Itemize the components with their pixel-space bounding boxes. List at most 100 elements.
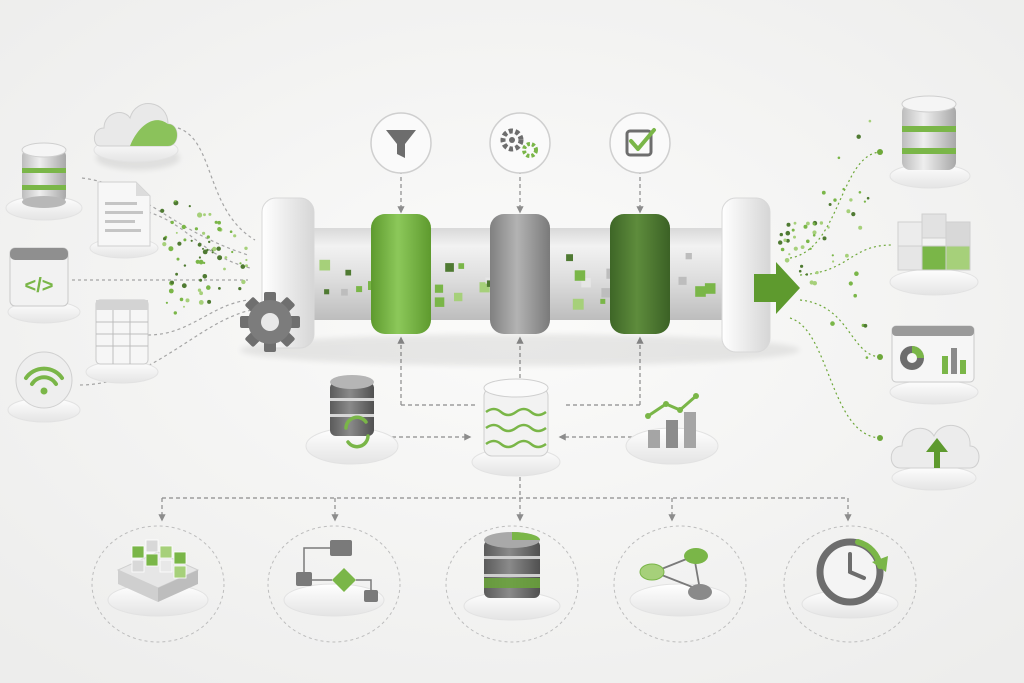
flow-dot bbox=[806, 221, 810, 226]
destination-connectors bbox=[789, 151, 893, 439]
flow-dot bbox=[183, 264, 187, 267]
filter-icon[interactable] bbox=[370, 112, 432, 174]
data-block bbox=[695, 286, 706, 297]
flow-dot bbox=[206, 285, 211, 290]
data-block bbox=[445, 263, 454, 272]
flow-dot bbox=[229, 230, 233, 233]
wifi-stream-icon[interactable] bbox=[7, 351, 81, 423]
bar-chart-trend-icon[interactable] bbox=[625, 393, 719, 465]
code-window-icon[interactable]: </> bbox=[7, 247, 81, 324]
flow-dot bbox=[851, 212, 856, 217]
data-block bbox=[454, 292, 463, 302]
flow-dot bbox=[788, 253, 791, 256]
flow-dot bbox=[207, 299, 212, 304]
flow-dot bbox=[830, 321, 835, 326]
flow-dot bbox=[822, 236, 827, 241]
flow-dot bbox=[798, 269, 802, 273]
flow-dot bbox=[160, 208, 165, 213]
spreadsheet-icon[interactable] bbox=[85, 299, 159, 384]
flow-dot bbox=[868, 119, 872, 123]
flow-dot bbox=[858, 191, 862, 194]
flow-dot bbox=[188, 205, 191, 208]
data-block bbox=[566, 254, 573, 262]
checkbox-icon[interactable] bbox=[609, 112, 671, 174]
data-block bbox=[319, 259, 331, 271]
flow-dot bbox=[837, 156, 841, 160]
flow-dot bbox=[175, 272, 179, 276]
flow-dot bbox=[198, 300, 204, 305]
flow-dot bbox=[786, 238, 790, 243]
document-icon[interactable] bbox=[89, 181, 159, 259]
data-block bbox=[572, 298, 584, 310]
data-block bbox=[601, 288, 611, 298]
flow-dot bbox=[784, 258, 790, 263]
flow-dot bbox=[815, 271, 819, 275]
cloud-storage-icon[interactable] bbox=[93, 103, 180, 170]
flow-dot bbox=[208, 240, 211, 244]
flow-dot bbox=[181, 283, 187, 289]
flow-dot bbox=[198, 256, 201, 259]
flow-dot bbox=[791, 228, 795, 232]
flow-dot bbox=[866, 196, 870, 200]
flow-dot bbox=[217, 255, 223, 261]
destination-particles bbox=[778, 119, 872, 359]
arrow-right-icon[interactable] bbox=[754, 262, 800, 314]
dashboard-window-icon[interactable] bbox=[889, 325, 979, 405]
block-grid-icon[interactable] bbox=[107, 539, 209, 617]
flow-dot bbox=[854, 271, 859, 277]
data-block bbox=[345, 269, 352, 276]
stage-ring-validate[interactable] bbox=[610, 214, 670, 334]
clock-refresh-icon[interactable] bbox=[801, 538, 899, 619]
flow-dot bbox=[783, 238, 787, 242]
flow-dot bbox=[203, 213, 206, 217]
workflow-diagram-icon[interactable] bbox=[283, 540, 385, 617]
flow-dot bbox=[809, 247, 812, 250]
flow-dot bbox=[238, 287, 242, 291]
flow-dot bbox=[812, 230, 817, 235]
data-block bbox=[479, 282, 490, 293]
flow-dot bbox=[206, 235, 210, 239]
stage-ring-transform[interactable] bbox=[490, 214, 550, 334]
flow-dot bbox=[212, 246, 217, 252]
flow-dot bbox=[778, 240, 783, 245]
data-block bbox=[574, 270, 586, 281]
flow-dot bbox=[179, 297, 184, 302]
flow-dot bbox=[785, 230, 791, 236]
flow-dot bbox=[241, 279, 246, 285]
flow-dot bbox=[858, 225, 863, 230]
flow-dot bbox=[239, 262, 242, 265]
flow-dot bbox=[786, 222, 791, 227]
flow-dot bbox=[163, 237, 167, 241]
gears-icon[interactable] bbox=[489, 112, 551, 174]
flow-dot bbox=[856, 134, 861, 139]
flow-dot bbox=[863, 323, 868, 328]
data-block bbox=[704, 283, 716, 294]
storage-stack-icon[interactable] bbox=[463, 532, 561, 621]
cube-stack-icon[interactable] bbox=[889, 213, 979, 296]
database-icon[interactable] bbox=[889, 95, 971, 189]
flow-dot bbox=[821, 190, 826, 195]
flow-dot bbox=[848, 281, 853, 286]
node-graph-icon[interactable] bbox=[629, 548, 731, 617]
flow-dot bbox=[197, 212, 203, 218]
flow-dot bbox=[165, 301, 168, 304]
data-block bbox=[356, 286, 363, 293]
flow-dot bbox=[819, 221, 824, 225]
data-block bbox=[458, 263, 465, 269]
flow-dot bbox=[202, 249, 208, 255]
cloud-upload-icon[interactable] bbox=[890, 425, 980, 491]
database-icon[interactable] bbox=[5, 142, 83, 221]
stage-ring-filter[interactable] bbox=[371, 214, 431, 334]
data-lake-icon[interactable] bbox=[471, 378, 561, 477]
flow-dot bbox=[831, 254, 834, 257]
flow-dot bbox=[202, 231, 206, 235]
flow-dot bbox=[183, 305, 185, 308]
data-block bbox=[324, 289, 330, 295]
data-block bbox=[434, 284, 444, 293]
flow-dot bbox=[223, 267, 226, 271]
flow-dot bbox=[832, 260, 835, 263]
database-sync-icon[interactable] bbox=[305, 375, 399, 465]
gear-icon[interactable] bbox=[240, 292, 300, 352]
data-block bbox=[581, 277, 591, 288]
